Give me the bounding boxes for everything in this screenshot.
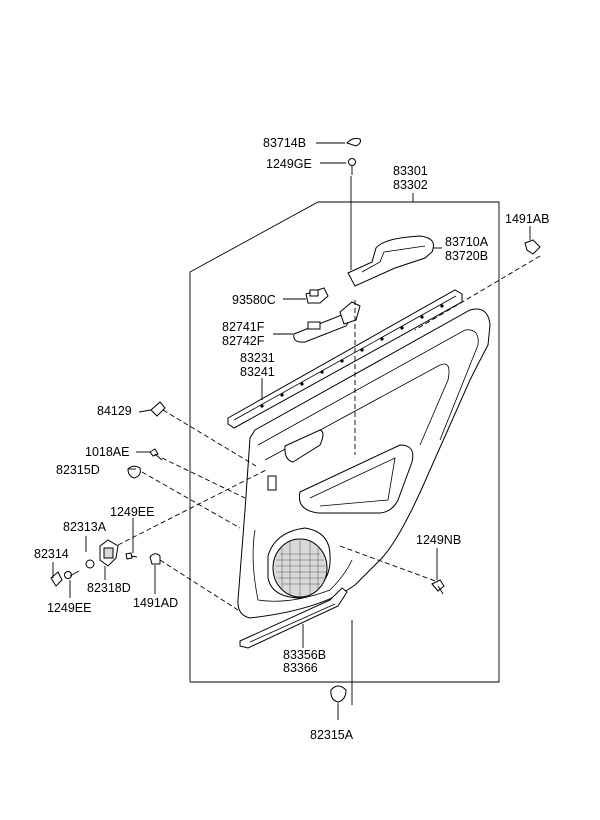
label-1249GE: 1249GE	[266, 157, 312, 171]
label-82742F: 82742F	[222, 334, 265, 348]
label-83301: 83301	[393, 164, 428, 178]
label-83366: 83366	[283, 661, 318, 675]
label-83302: 83302	[393, 178, 428, 192]
label-83356B: 83356B	[283, 648, 326, 662]
label-82741F: 82741F	[222, 320, 265, 334]
label-82318D: 82318D	[87, 581, 131, 595]
label-82315D: 82315D	[56, 463, 100, 477]
label-93580C: 93580C	[232, 293, 276, 307]
label-82315A: 82315A	[310, 728, 354, 742]
fasteners	[50, 138, 541, 703]
label-82313A: 82313A	[63, 520, 107, 534]
label-1249EE-a: 1249EE	[110, 505, 154, 519]
lower-trim-strip	[239, 587, 348, 649]
label-83720B: 83720B	[445, 249, 488, 263]
label-84129: 84129	[97, 404, 132, 418]
switch-panel	[293, 301, 361, 343]
grille-mesh	[276, 540, 326, 597]
label-1018AE: 1018AE	[85, 445, 129, 459]
label-1491AB: 1491AB	[505, 212, 549, 226]
label-1249EE-b: 1249EE	[47, 601, 91, 615]
label-83231: 83231	[240, 351, 275, 365]
projection-lines	[117, 255, 541, 611]
door-trim-panel	[237, 308, 491, 619]
label-83710A: 83710A	[445, 235, 489, 249]
label-83714B: 83714B	[263, 136, 306, 150]
label-82314: 82314	[34, 547, 69, 561]
assembly-outline	[189, 201, 500, 683]
label-1249NB: 1249NB	[416, 533, 461, 547]
part-labels: 83714B 1249GE 83301 83302 1491AB 83710A …	[34, 136, 549, 742]
leader-lines	[52, 142, 531, 720]
label-1491AD: 1491AD	[133, 596, 178, 610]
armrest-cover	[347, 235, 434, 287]
label-83241: 83241	[240, 365, 275, 379]
window-switch	[305, 287, 329, 304]
